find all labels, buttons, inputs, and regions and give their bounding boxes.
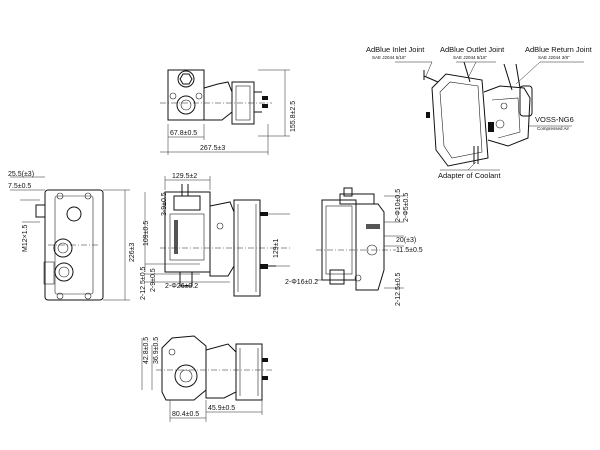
bottom-view [141, 335, 274, 422]
dim-side-d: 2-12.5±0.5 [395, 272, 402, 306]
dim-left-thread: M12×1.5 [22, 224, 29, 252]
front-view [144, 176, 290, 297]
callout-voss-spec: Compressed Air [537, 126, 570, 131]
dim-side-c: 11.5±0.5 [396, 247, 423, 254]
dim-bot-a: 42.8±0.5 [143, 337, 150, 364]
dim-front-a: 3-9±0.5 [161, 192, 168, 216]
dim-side-angle: 20(±3) [396, 237, 416, 244]
callout-voss-title: VOSS-NG6 [535, 115, 574, 124]
dim-top-small: 67.8±0.5 [170, 130, 197, 137]
dim-front-top: 129.5±2 [172, 173, 197, 180]
top-view [160, 69, 290, 155]
callout-outlet-title: AdBlue Outlet Joint [440, 45, 505, 54]
dim-bot-c: 80.4±0.5 [172, 411, 199, 418]
dim-left-r2: 7.5±0.5 [8, 183, 31, 190]
dim-front-hole: 2-Φ26±0.2 [165, 283, 198, 290]
isometric-view [423, 61, 533, 167]
callout-coolant-title: Adapter of Coolant [438, 171, 501, 180]
dim-front-c: 2-12.5±0.5 [140, 266, 147, 300]
dim-bot-d: 45.9±0.5 [208, 405, 235, 412]
callout-return-spec: SAE J2044 3/8" [538, 55, 570, 60]
dim-side-b: 2-Φ5±0.5 [403, 193, 410, 222]
callout-leaders [395, 61, 584, 171]
dim-side-a: 2-Φ10±0.5 [395, 189, 402, 222]
callout-outlet-spec: SAE J2044 5/16" [453, 55, 488, 60]
dim-left-height: 226±3 [129, 242, 136, 262]
callout-inlet-spec: SAE J2044 5/16" [372, 55, 407, 60]
callout-return-title: AdBlue Return Joint [525, 45, 593, 54]
left-view [10, 176, 130, 301]
dim-front-b: 109±0.5 [143, 221, 150, 246]
side-view [316, 187, 404, 291]
dim-left-r1: 25.5(±3) [8, 171, 34, 178]
dim-top-width: 267.5±3 [200, 145, 225, 152]
callout-inlet-title: AdBlue Inlet Joint [366, 45, 425, 54]
dim-side-hole: 2-Φ16±0.2 [285, 279, 318, 286]
dim-front-d: 2-9±0.5 [150, 268, 157, 292]
dim-bot-b: 36.9±0.5 [153, 337, 160, 364]
dim-front-right: 129±1 [273, 238, 280, 258]
dim-top-height: 155.8±2.5 [290, 101, 297, 132]
